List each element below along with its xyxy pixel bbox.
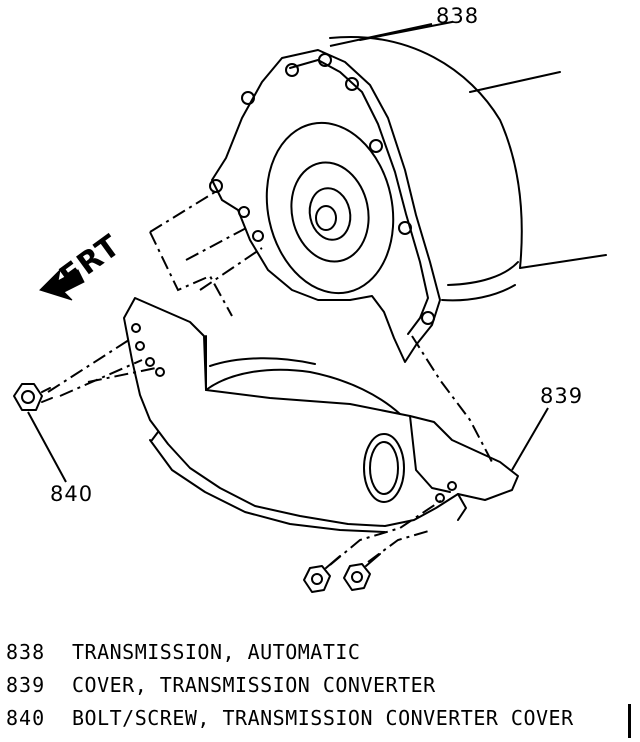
converter-cover	[123, 297, 519, 533]
callout-leaders	[27, 23, 549, 483]
callout-840: 840	[50, 482, 94, 506]
legend-description: TRANSMISSION, AUTOMATIC	[72, 640, 361, 664]
transmission-case	[209, 21, 607, 363]
margin-bar	[628, 704, 631, 738]
front-direction-arrow-icon	[39, 268, 85, 301]
callout-838: 838	[436, 4, 480, 28]
bolt-left	[13, 383, 53, 411]
legend-description: COVER, TRANSMISSION CONVERTER	[72, 673, 436, 697]
parts-legend: 838 TRANSMISSION, AUTOMATIC 839 COVER, TRA…	[6, 636, 634, 735]
legend-number: 838	[6, 640, 46, 664]
callout-839: 839	[540, 384, 584, 408]
legend-row: 838 TRANSMISSION, AUTOMATIC	[6, 636, 634, 669]
legend-number: 840	[6, 706, 46, 730]
legend-description: BOLT/SCREW, TRANSMISSION CONVERTER COVER	[72, 706, 574, 730]
legend-row: 839 COVER, TRANSMISSION CONVERTER	[6, 669, 634, 702]
bolts-lower	[303, 553, 381, 593]
assembly-centerlines	[47, 191, 493, 566]
legend-row: 840 BOLT/SCREW, TRANSMISSION CONVERTER CO…	[6, 702, 634, 735]
legend-number: 839	[6, 673, 46, 697]
